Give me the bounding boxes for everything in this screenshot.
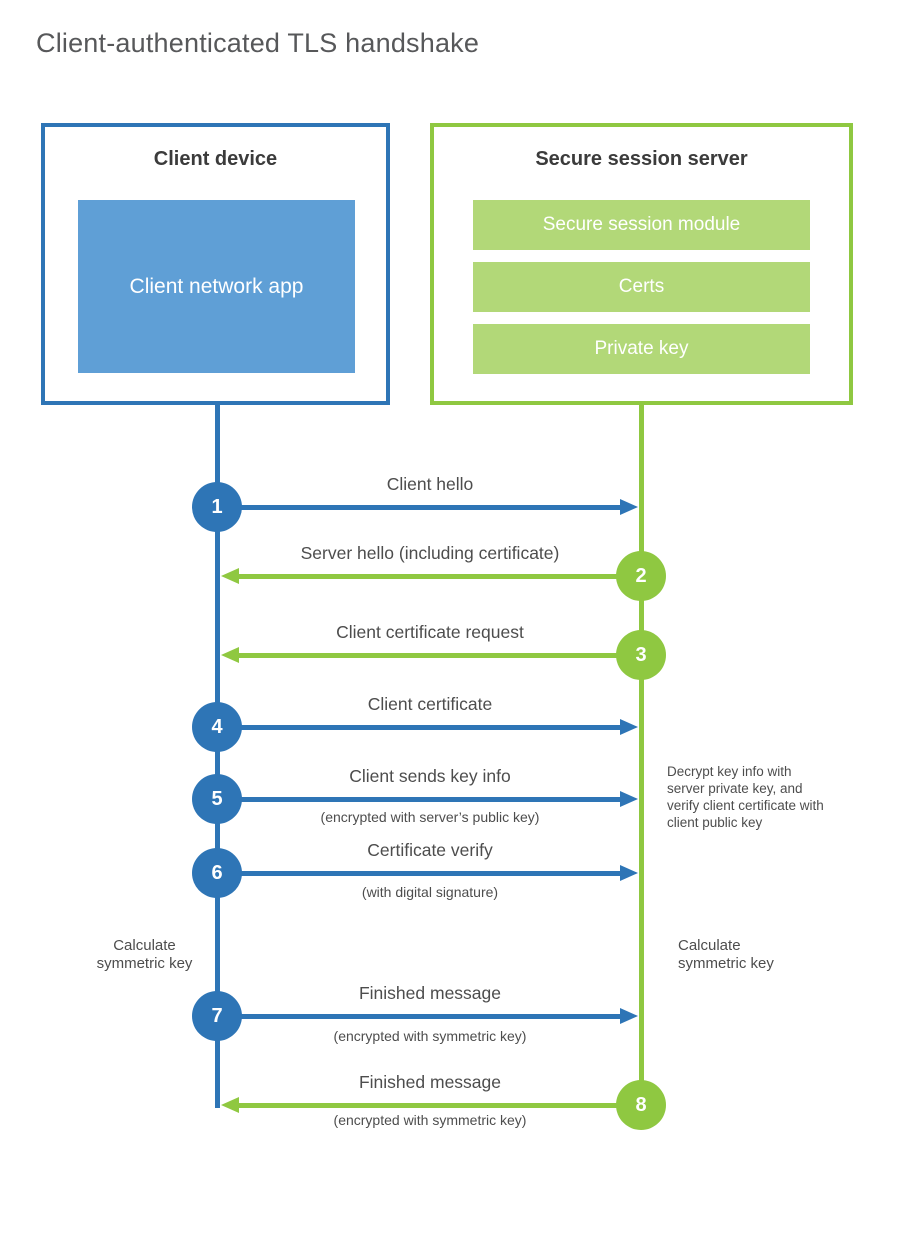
step-2-circle: 2	[616, 551, 666, 601]
private-key-bar: Private key	[473, 324, 810, 374]
decrypt-note: Decrypt key info with server private key…	[667, 764, 824, 830]
step-8-arrowhead-icon	[221, 1097, 239, 1113]
page-title: Client-authenticated TLS handshake	[36, 28, 480, 58]
step-8-sublabel: (encrypted with symmetric key)	[333, 1112, 527, 1128]
step-6-circle: 6	[192, 848, 242, 898]
client-device-heading: Client device	[153, 148, 278, 170]
step-5-circle: 5	[192, 774, 242, 824]
step-4-arrow-line	[220, 725, 620, 730]
step-5-arrow-line	[220, 797, 620, 802]
step-7-circle: 7	[192, 991, 242, 1041]
calculate-symmetric-key-left: Calculate symmetric key	[96, 937, 193, 972]
step-1-circle: 1	[192, 482, 242, 532]
step-1-arrow-line	[220, 505, 620, 510]
client-network-app-box: Client network app	[78, 200, 355, 373]
certs-bar: Certs	[473, 262, 810, 312]
calculate-symmetric-key-right: Calculate symmetric key	[678, 937, 774, 972]
step-7-arrowhead-icon	[620, 1008, 638, 1024]
step-8-arrow-line	[239, 1103, 641, 1108]
step-6-sublabel: (with digital signature)	[361, 884, 499, 900]
step-8-label: Finished message	[358, 1072, 502, 1092]
step-6-arrowhead-icon	[620, 865, 638, 881]
step-5-sublabel: (encrypted with server’s public key)	[320, 809, 540, 825]
step-6-arrow-line	[220, 871, 620, 876]
step-7-arrow-line	[220, 1014, 620, 1019]
step-2-arrowhead-icon	[221, 568, 239, 584]
step-8-circle: 8	[616, 1080, 666, 1130]
step-3-circle: 3	[616, 630, 666, 680]
step-6-label: Certificate verify	[367, 840, 493, 860]
step-3-label: Client certificate request	[336, 622, 524, 642]
secure-session-module-bar: Secure session module	[473, 200, 810, 250]
step-3-arrow-line	[239, 653, 641, 658]
step-1-label: Client hello	[386, 474, 474, 494]
step-7-sublabel: (encrypted with symmetric key)	[333, 1028, 527, 1044]
step-4-circle: 4	[192, 702, 242, 752]
step-2-label: Server hello (including certificate)	[300, 543, 560, 563]
step-1-arrowhead-icon	[620, 499, 638, 515]
client-network-app-label: Client network app	[129, 274, 304, 298]
step-2-arrow-line	[239, 574, 641, 579]
step-5-arrowhead-icon	[620, 791, 638, 807]
secure-session-server-heading: Secure session server	[535, 148, 748, 170]
server-lifeline	[639, 405, 644, 1105]
client-lifeline	[215, 405, 220, 1108]
step-4-label: Client certificate	[367, 694, 493, 714]
step-7-label: Finished message	[358, 983, 502, 1003]
step-5-label: Client sends key info	[349, 766, 511, 786]
step-3-arrowhead-icon	[221, 647, 239, 663]
step-4-arrowhead-icon	[620, 719, 638, 735]
